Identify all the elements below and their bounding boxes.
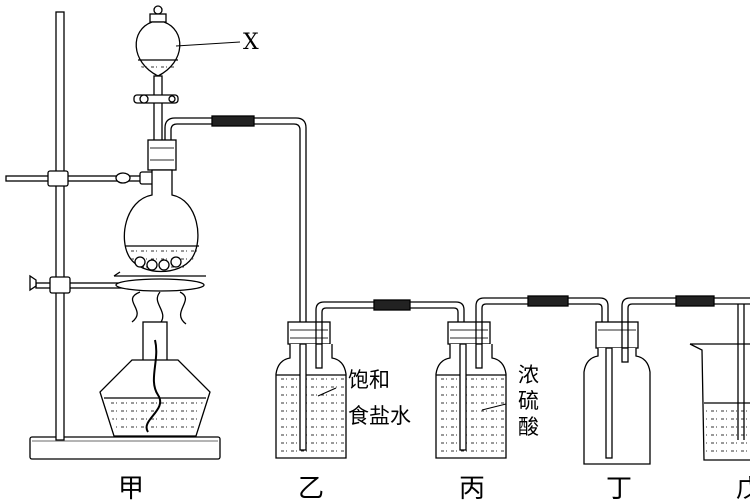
- apparatus-label-jia: 甲: [118, 474, 145, 504]
- yi-contents-label-line1: 饱和: [348, 368, 390, 392]
- delivery-tube-jia-yi: [164, 115, 307, 330]
- yi-stopper: [287, 321, 331, 345]
- stand-base: [29, 436, 221, 460]
- x-pointer-line: [175, 41, 241, 47]
- apparatus-label-bing: 丙: [459, 474, 486, 504]
- wash-bottle-bing: [435, 295, 609, 459]
- separatory-funnel: [133, 5, 241, 151]
- round-bottom-flask: [123, 139, 199, 273]
- bing-stopper: [447, 321, 491, 345]
- wash-bottle-yi: [275, 299, 465, 459]
- beaker-wu: [689, 304, 750, 461]
- apparatus-label-wu: 戊: [736, 476, 750, 502]
- alcohol-lamp: [99, 291, 211, 437]
- gas-collecting-bottle-ding: [583, 295, 750, 465]
- apparatus-label-yi: 乙: [298, 474, 325, 504]
- rubber-stopper: [147, 139, 177, 171]
- upper-clamp-arm: [5, 175, 157, 182]
- stand-rod: [55, 11, 65, 441]
- bing-contents-label: 浓硫酸: [518, 363, 539, 439]
- ding-stopper: [595, 321, 639, 349]
- reagent-x-label: X: [243, 30, 259, 55]
- yi-contents-label-line2: 食盐水: [348, 404, 411, 428]
- apparatus-label-ding: 丁: [606, 474, 633, 504]
